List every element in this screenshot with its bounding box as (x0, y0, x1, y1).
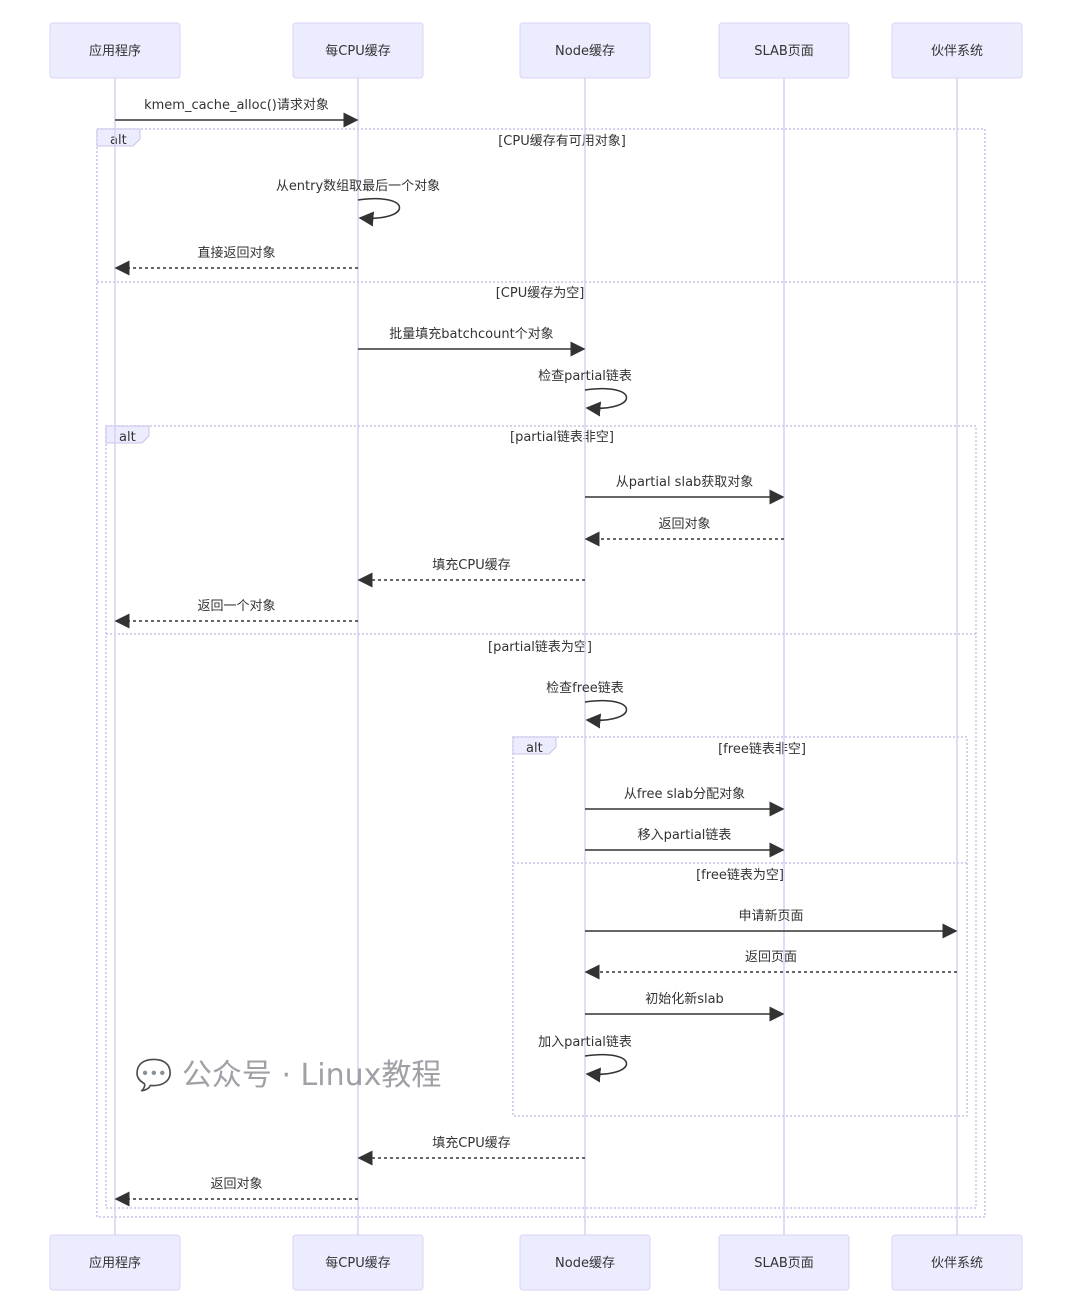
message-label: 从free slab分配对象 (624, 787, 745, 802)
participant-label: 应用程序 (89, 43, 141, 59)
participant-box-bottom (891, 1234, 1023, 1291)
alt-label: alt (119, 430, 136, 445)
message-label: 返回对象 (210, 1177, 262, 1192)
participant-box-bottom (519, 1234, 651, 1291)
self-message-arrow (584, 1054, 628, 1083)
self-message-arrow (584, 388, 628, 417)
message-label: 直接返回对象 (197, 245, 275, 261)
participant-label: Node缓存 (555, 44, 615, 59)
message-label: 初始化新slab (645, 991, 724, 1007)
wechat-icon: 💬 (135, 1058, 173, 1093)
self-message-arrow (584, 700, 628, 729)
message-label: 返回一个对象 (197, 599, 275, 614)
message-label: 检查partial链表 (538, 369, 632, 384)
alt-condition: [partial链表非空] (510, 430, 614, 445)
message-label: 加入partial链表 (538, 1035, 632, 1050)
participant-label: 伙伴系统 (931, 44, 983, 59)
message-label: 批量填充batchcount个对象 (389, 326, 553, 342)
participant-label: SLAB页面 (754, 44, 814, 59)
alt-frame (105, 425, 977, 1209)
message-label: 返回页面 (745, 950, 797, 965)
participant-label: 伙伴系统 (931, 1256, 983, 1271)
participant-box-top (718, 22, 850, 79)
participant-label: 每CPU缓存 (325, 43, 390, 59)
participant-label: Node缓存 (555, 1256, 615, 1271)
participant-box-top (519, 22, 651, 79)
message-label: 填充CPU缓存 (432, 1135, 510, 1151)
participant-box-top (292, 22, 424, 79)
alt-condition: [free链表为空] (696, 868, 784, 883)
participant-box-bottom (49, 1234, 181, 1291)
message-label: 移入partial链表 (638, 828, 732, 843)
message-label: 返回对象 (658, 517, 710, 532)
alt-frame (512, 736, 968, 1117)
participant-label: SLAB页面 (754, 1256, 814, 1271)
message-label: 从entry数组取最后一个对象 (276, 179, 440, 194)
participant-box-top (49, 22, 181, 79)
alt-label-box (512, 736, 557, 755)
alt-condition: [CPU缓存有可用对象] (498, 134, 626, 149)
alt-condition: [CPU缓存为空] (496, 286, 585, 301)
participant-box-top (891, 22, 1023, 79)
alt-label-box (105, 425, 150, 444)
participant-box-bottom (292, 1234, 424, 1291)
message-label: 检查free链表 (546, 681, 624, 696)
participant-label: 每CPU缓存 (325, 1255, 390, 1271)
alt-condition: [free链表非空] (718, 742, 806, 757)
alt-condition: [partial链表为空] (488, 640, 592, 655)
message-label: 填充CPU缓存 (432, 557, 510, 573)
message-label: 申请新页面 (738, 908, 803, 924)
self-message-arrow (357, 198, 401, 227)
alt-label: alt (110, 133, 127, 148)
message-label: kmem_cache_alloc()请求对象 (144, 98, 329, 113)
alt-label-box (96, 128, 141, 147)
alt-frame (96, 128, 986, 1218)
watermark: 💬 公众号 · Linux教程 (135, 1058, 442, 1093)
alt-label: alt (526, 741, 543, 756)
participant-box-bottom (718, 1234, 850, 1291)
message-label: 从partial slab获取对象 (616, 475, 754, 490)
participant-label: 应用程序 (89, 1255, 141, 1271)
